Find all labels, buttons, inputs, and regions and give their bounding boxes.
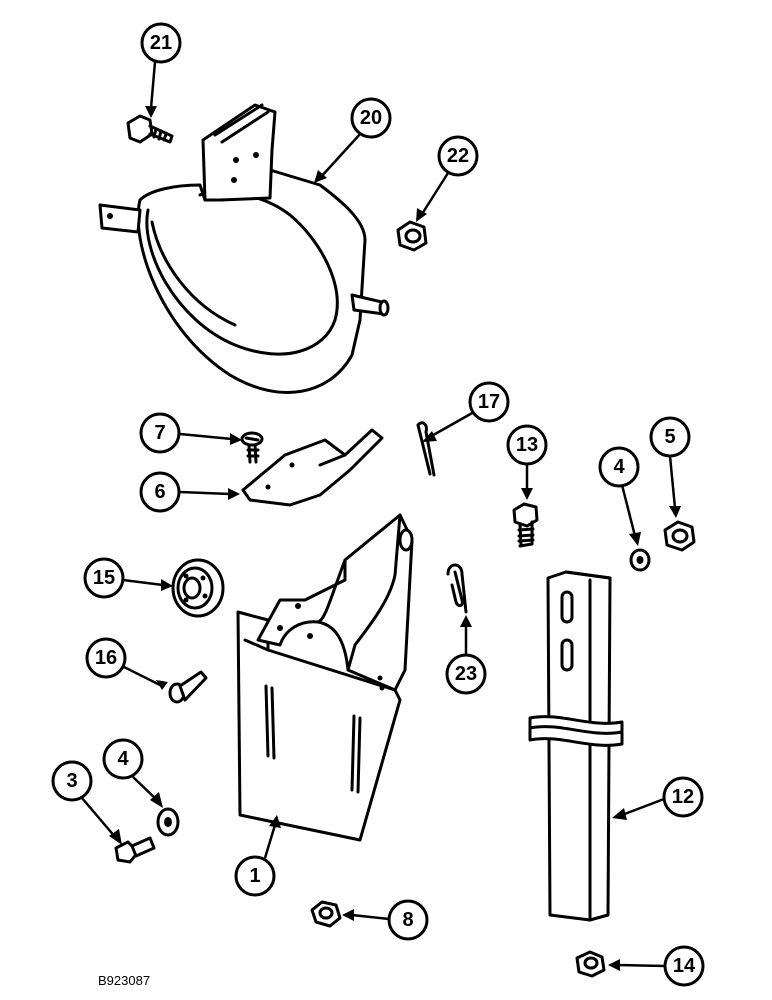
part-4-washer-bottom	[156, 807, 180, 837]
callout-4-top-label: 4	[613, 456, 625, 478]
part-8-nut	[310, 900, 342, 928]
callout-6: 6	[139, 471, 181, 513]
part-22-nut	[396, 220, 428, 252]
part-1-mounting-bracket	[236, 513, 414, 842]
callout-22-label: 22	[447, 145, 469, 167]
callout-13-label: 13	[516, 434, 538, 456]
callout-17-label: 17	[478, 391, 500, 413]
callout-7: 7	[139, 412, 181, 454]
figure-code: B923087	[98, 973, 150, 988]
callout-4-bottom: 4	[102, 738, 144, 780]
callout-16-label: 16	[95, 647, 117, 669]
callout-6-label: 6	[154, 481, 165, 503]
callout-4-bottom-label: 4	[117, 748, 129, 770]
part-17-cotter-pin	[416, 421, 436, 477]
callout-14-label: 14	[673, 955, 696, 977]
callout-3: 3	[51, 760, 93, 802]
callout-8: 8	[387, 899, 429, 941]
callout-21: 21	[140, 22, 182, 64]
part-14-nut	[575, 950, 606, 978]
callout-15-label: 15	[93, 567, 115, 589]
callout-16: 16	[85, 637, 127, 679]
callout-12-label: 12	[672, 786, 694, 808]
callout-3-label: 3	[66, 770, 77, 792]
callout-14: 14	[663, 945, 705, 987]
callout-12: 12	[662, 776, 704, 818]
callout-5: 5	[649, 416, 691, 458]
callout-20-label: 20	[360, 107, 382, 129]
callout-17: 17	[468, 381, 510, 423]
part-4-washer-top	[629, 548, 651, 572]
callout-1: 1	[234, 855, 276, 897]
callout-21-label: 21	[150, 32, 172, 54]
part-15-bearing	[171, 558, 225, 618]
callout-23: 23	[445, 653, 487, 695]
part-5-nut	[663, 520, 696, 552]
callout-8-label: 8	[402, 909, 413, 931]
part-13-bolt	[512, 502, 539, 548]
callout-13: 13	[506, 424, 548, 466]
callout-1-label: 1	[249, 865, 260, 887]
callout-5-label: 5	[664, 426, 675, 448]
callout-23-label: 23	[455, 663, 477, 685]
part-7-screw	[240, 431, 264, 464]
callout-4-top: 4	[598, 446, 640, 488]
part-3-bolt	[114, 836, 156, 864]
part-20-clamp-band	[98, 103, 390, 394]
leader-lines	[81, 61, 681, 971]
part-6-plate	[241, 428, 384, 507]
callout-22: 22	[437, 135, 479, 177]
part-23-hair-pin	[446, 563, 468, 614]
part-16-bolt	[168, 670, 208, 704]
part-21-bolt	[126, 114, 174, 144]
callout-7-label: 7	[154, 422, 165, 444]
callout-20: 20	[350, 97, 392, 139]
callout-15: 15	[83, 557, 125, 599]
part-12-post	[528, 570, 624, 922]
